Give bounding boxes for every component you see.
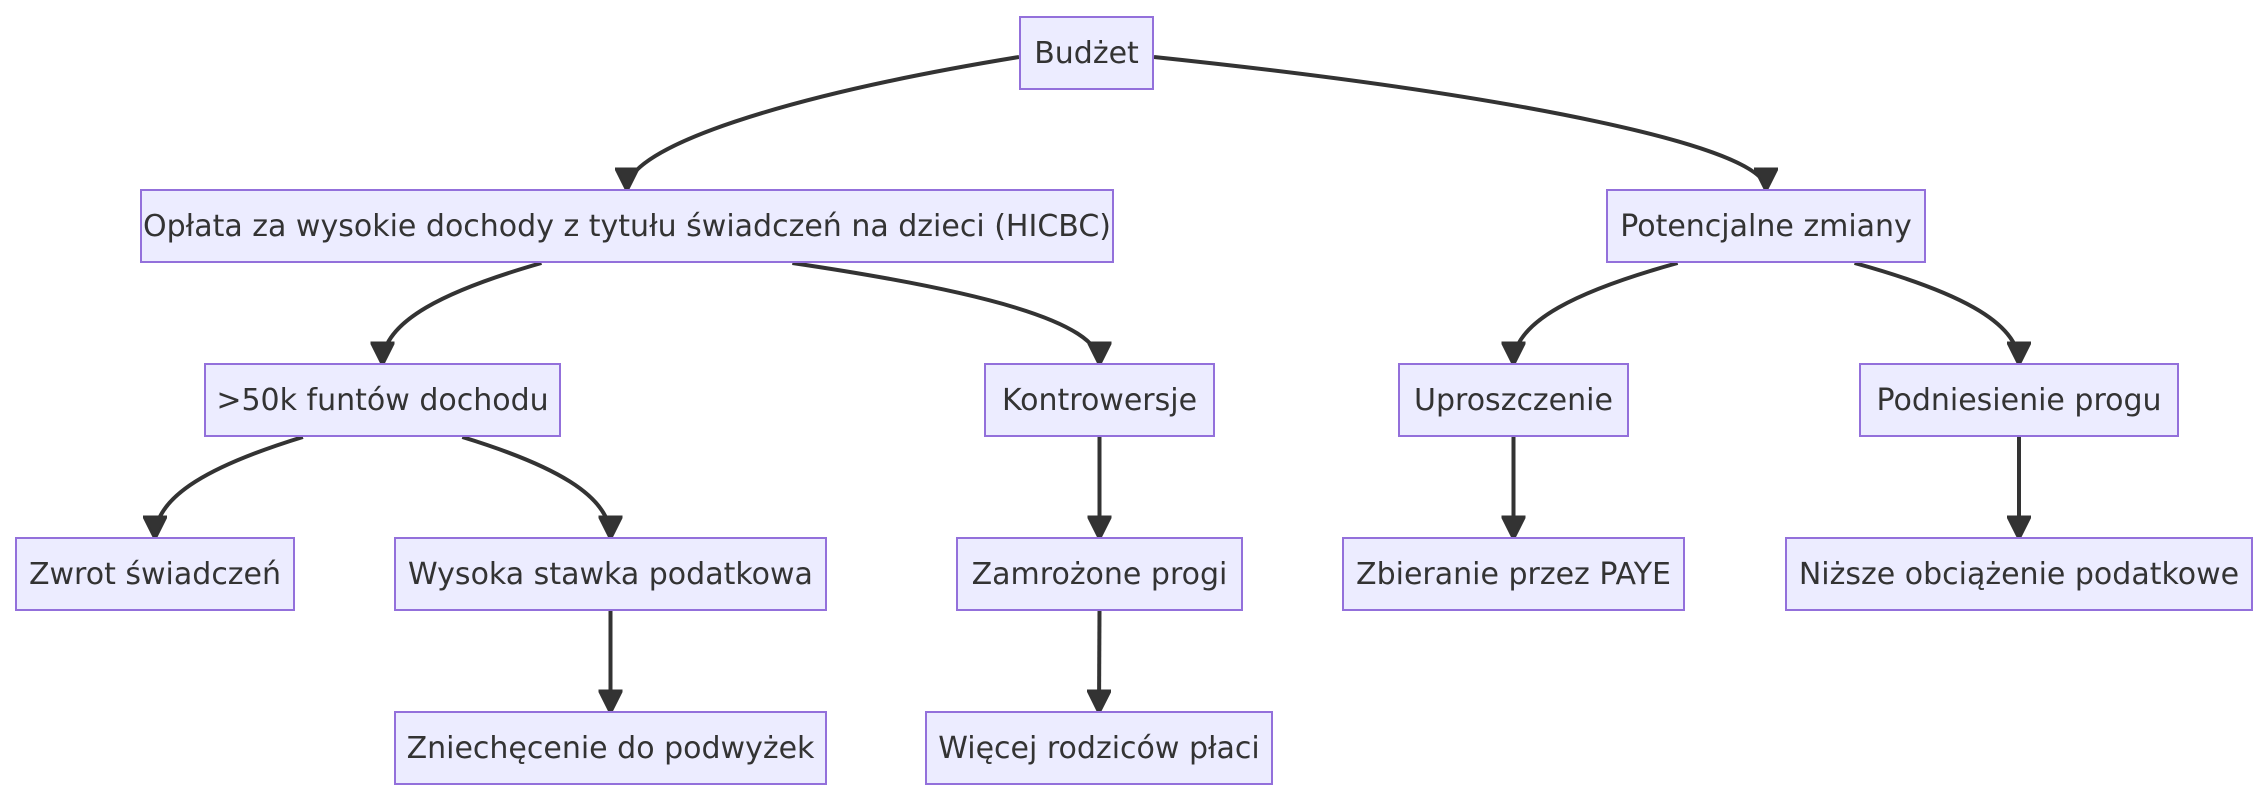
node-wysoka-stawka[interactable]: Wysoka stawka podatkowa bbox=[394, 537, 827, 611]
edge-dochod_50k-to-zwrot bbox=[155, 435, 304, 537]
node-zwrot-swiadczen[interactable]: Zwrot świadczeń bbox=[15, 537, 295, 611]
node-hicbc[interactable]: Opłata za wysokie dochody z tytułu świad… bbox=[140, 189, 1114, 263]
node-label: Zwrot świadczeń bbox=[28, 556, 282, 592]
edge-hicbc-to-dochod_50k bbox=[383, 261, 542, 363]
node-zniechecenie[interactable]: Zniechęcenie do podwyżek bbox=[394, 711, 827, 785]
node-potencjalne-zmiany[interactable]: Potencjalne zmiany bbox=[1606, 189, 1926, 263]
edge-budzet-to-zmiany bbox=[1153, 55, 1766, 189]
node-label: Zbieranie przez PAYE bbox=[1356, 556, 1671, 592]
edge-hicbc-to-kontrowersje bbox=[792, 261, 1099, 363]
node-wiecej-rodzicow[interactable]: Więcej rodziców płaci bbox=[925, 711, 1273, 785]
edge-zamrozone-to-wiecej bbox=[1099, 610, 1100, 711]
node-label: Więcej rodziców płaci bbox=[938, 730, 1260, 766]
node-label: Zniechęcenie do podwyżek bbox=[406, 730, 815, 766]
node-label: Opłata za wysokie dochody z tytułu świad… bbox=[143, 208, 1111, 244]
node-zamrozone-progi[interactable]: Zamrożone progi bbox=[956, 537, 1243, 611]
node-label: Budżet bbox=[1034, 35, 1139, 71]
node-uproszczenie[interactable]: Uproszczenie bbox=[1398, 363, 1629, 437]
node-label: Kontrowersje bbox=[1001, 382, 1198, 418]
node-dochod-50k[interactable]: >50k funtów dochodu bbox=[204, 363, 561, 437]
node-budzet[interactable]: Budżet bbox=[1019, 16, 1154, 90]
edge-zmiany-to-uproszczenie bbox=[1514, 261, 1679, 363]
edge-dochod_50k-to-wysoka bbox=[461, 435, 610, 537]
node-label: Uproszczenie bbox=[1414, 382, 1613, 418]
node-label: Zamrożone progi bbox=[971, 556, 1228, 592]
node-label: Wysoka stawka podatkowa bbox=[408, 556, 813, 592]
node-label: >50k funtów dochodu bbox=[216, 382, 549, 418]
node-zbieranie-paye[interactable]: Zbieranie przez PAYE bbox=[1342, 537, 1685, 611]
node-podniesienie-progu[interactable]: Podniesienie progu bbox=[1859, 363, 2179, 437]
edge-zmiany-to-podniesienie bbox=[1854, 261, 2019, 363]
edge-budzet-to-hicbc bbox=[627, 55, 1020, 189]
node-nizsze-obciazenie[interactable]: Niższe obciążenie podatkowe bbox=[1785, 537, 2253, 611]
node-label: Podniesienie progu bbox=[1876, 382, 2162, 418]
node-label: Niższe obciążenie podatkowe bbox=[1798, 556, 2240, 592]
node-kontrowersje[interactable]: Kontrowersje bbox=[984, 363, 1215, 437]
node-label: Potencjalne zmiany bbox=[1620, 208, 1912, 244]
